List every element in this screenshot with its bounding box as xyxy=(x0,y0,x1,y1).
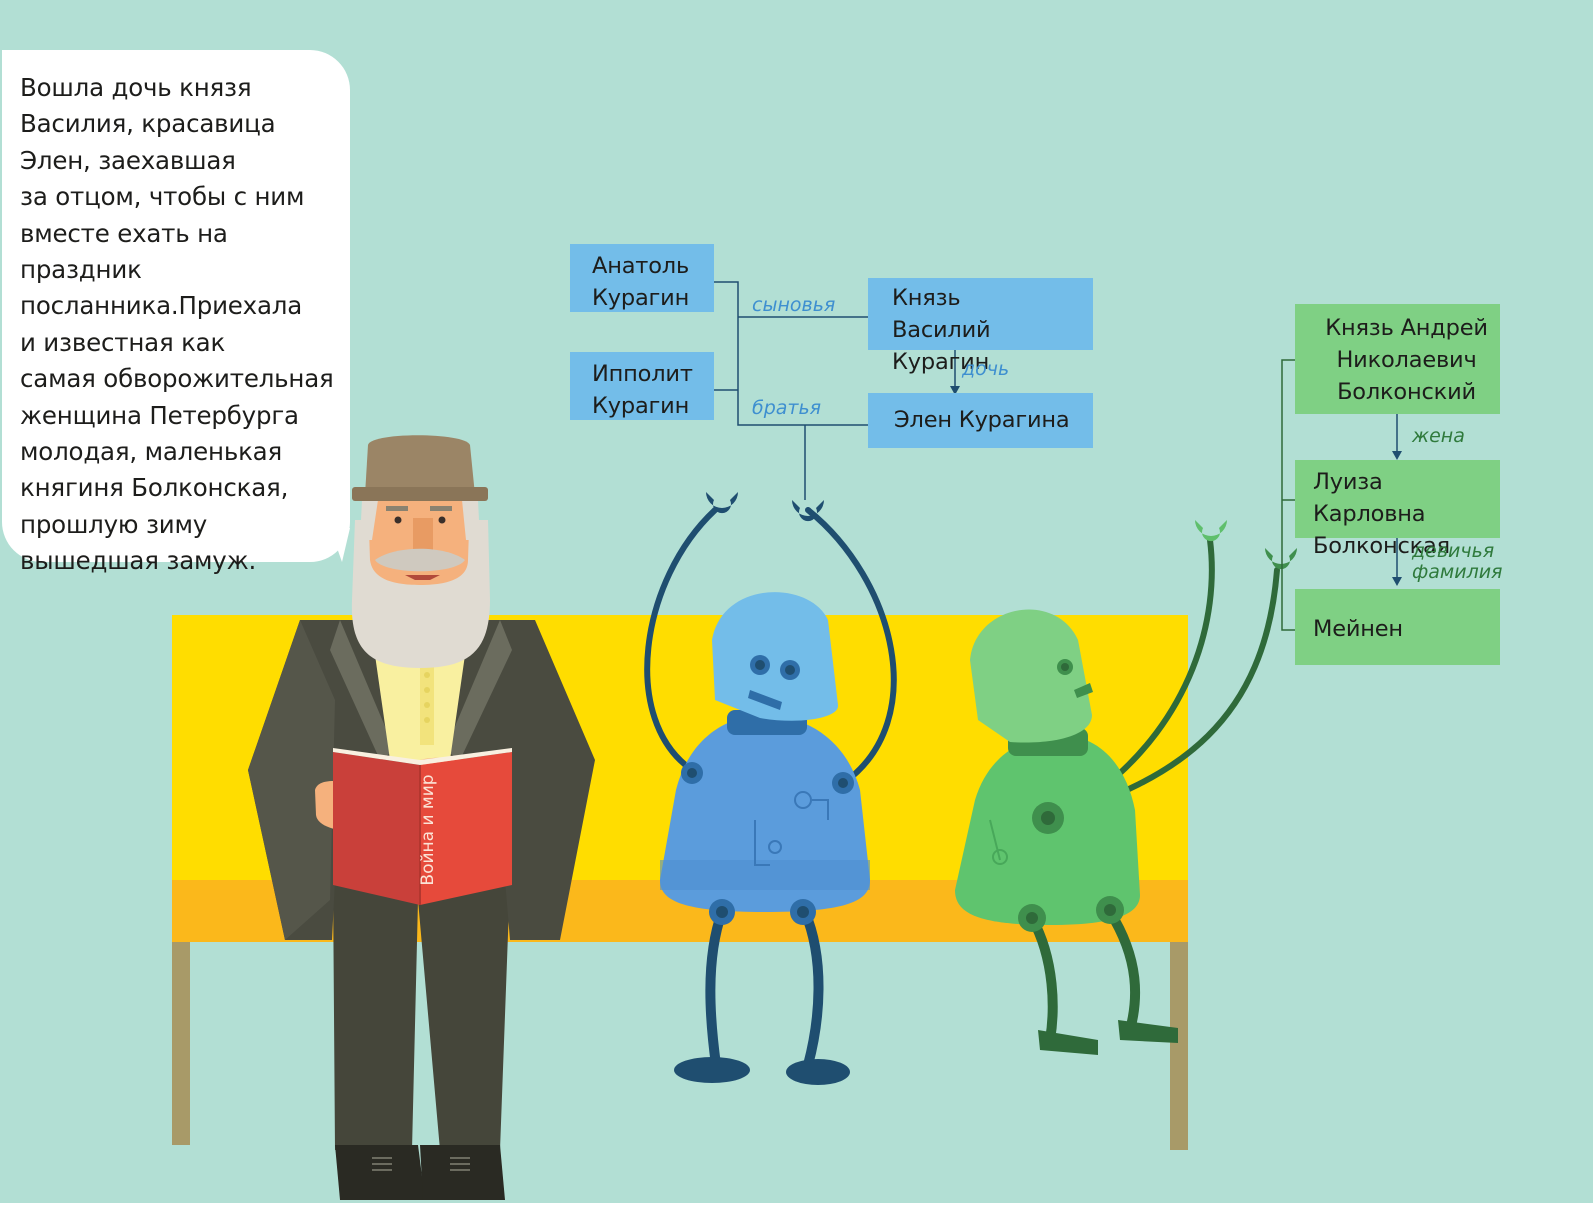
green-robot-front-claw xyxy=(1265,548,1297,570)
old-man xyxy=(248,435,595,1200)
node-andrey: Князь Андрей Николаевич Болконский xyxy=(1295,304,1500,414)
mustache xyxy=(375,548,465,572)
blue-robot-right-claw xyxy=(792,500,824,522)
node-meinen-label: Мейнен xyxy=(1313,616,1403,642)
edge-daughter-label: дочь xyxy=(962,358,1010,380)
book-title: Война и мир xyxy=(418,774,438,886)
node-ippolit-label: Ипполит Курагин xyxy=(592,361,693,419)
green-robot xyxy=(955,520,1297,1055)
blue-robot-left-claw xyxy=(706,492,738,514)
hat xyxy=(365,435,475,495)
node-lisa: Луиза Карловна Болконская xyxy=(1295,460,1500,559)
left-shoe xyxy=(335,1145,425,1200)
kuragin-connectors xyxy=(714,281,956,500)
node-anatol: Анатоль Курагин xyxy=(570,244,714,312)
node-helen-label: Элен Курагина xyxy=(894,407,1070,433)
green-robot-back-claw xyxy=(1195,520,1227,542)
node-meinen: Мейнен xyxy=(1295,589,1500,665)
edge-sons-label: сыновья xyxy=(752,294,836,316)
node-anatol-label: Анатоль Курагин xyxy=(592,253,690,311)
node-ippolit: Ипполит Курагин xyxy=(570,352,714,420)
node-vasily: Князь Василий Курагин xyxy=(868,278,1093,375)
edge-maiden-name-label: девичья фамилия xyxy=(1412,540,1503,583)
blue-robot xyxy=(644,492,897,1085)
edge-brothers-label: братья xyxy=(752,397,822,419)
speech-bubble-tail xyxy=(330,528,350,562)
speech-bubble xyxy=(2,50,350,562)
speech-bubble-text: Вошла дочь князя Василия, красавица Элен… xyxy=(20,73,334,576)
right-shoe xyxy=(420,1145,505,1200)
node-andrey-label: Князь Андрей Николаевич Болконский xyxy=(1325,315,1488,405)
node-vasily-label: Князь Василий Курагин xyxy=(892,285,991,375)
node-helen: Элен Курагина xyxy=(868,393,1093,448)
book-war-and-peace xyxy=(333,748,512,905)
edge-wife-label: жена xyxy=(1412,425,1465,447)
floor-strip xyxy=(0,1203,1593,1224)
node-lisa-label: Луиза Карловна Болконская xyxy=(1313,469,1450,559)
